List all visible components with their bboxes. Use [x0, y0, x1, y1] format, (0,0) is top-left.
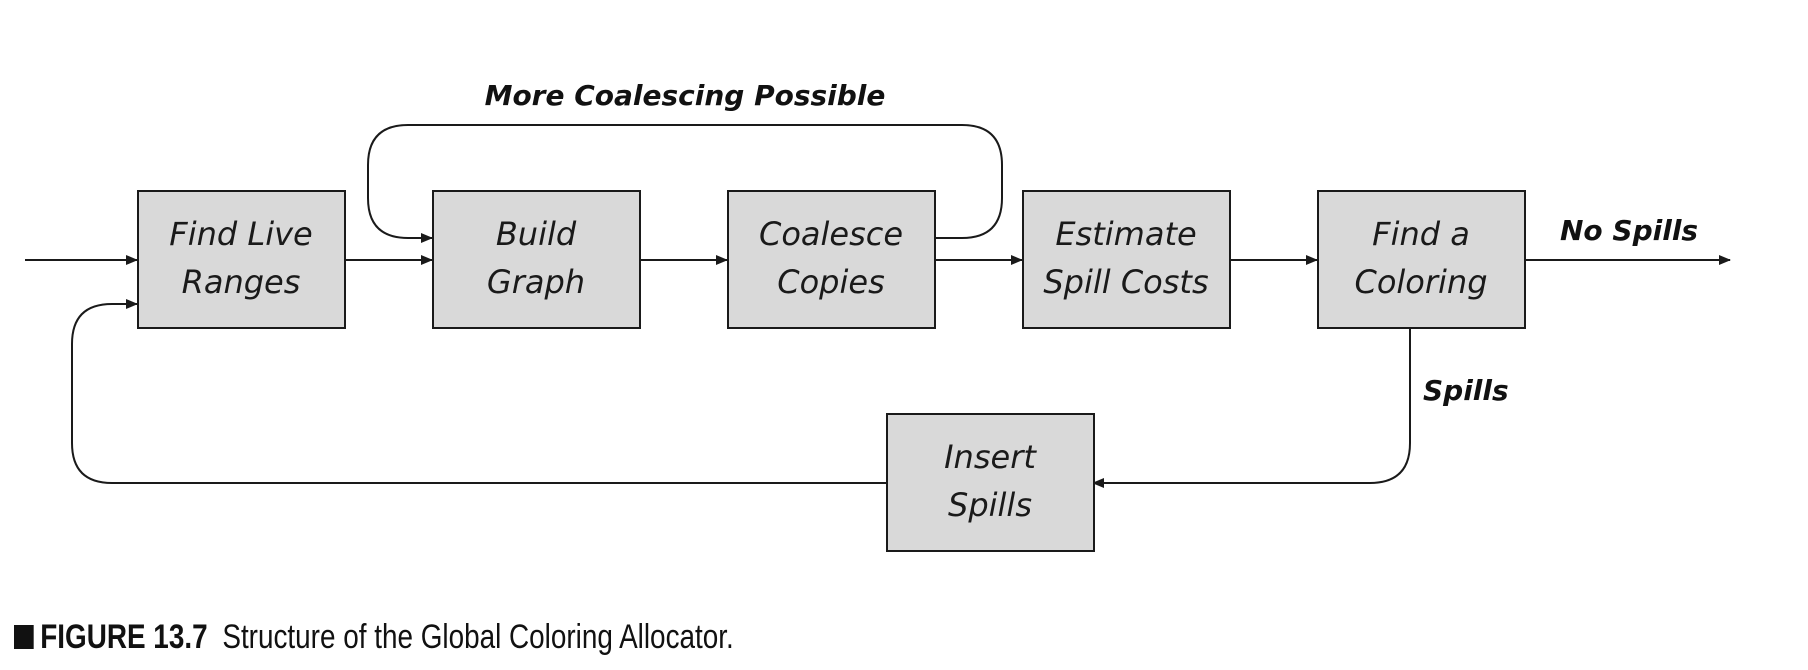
node-insert-spills-label-2: Spills	[948, 486, 1032, 524]
node-insert-spills-label-1: Insert	[944, 438, 1037, 476]
node-coalesce-copies-label-1: Coalesce	[759, 215, 903, 253]
node-estimate-spill-costs-label-2: Spill Costs	[1043, 263, 1208, 301]
edge-insert-to-find	[71, 299, 886, 484]
node-find-a-coloring: Find a Coloring	[1317, 190, 1526, 329]
label-spills: Spills	[1423, 374, 1509, 407]
allocator-diagram: Find Live Ranges Build Graph Coalesce Co…	[25, 79, 1731, 552]
node-coalesce-copies: Coalesce Copies	[727, 190, 936, 329]
node-find-live-ranges-label-2: Ranges	[182, 263, 301, 301]
node-find-a-coloring-label-1: Find a	[1372, 215, 1470, 253]
figure-caption-text: Structure of the Global Coloring Allocat…	[222, 618, 734, 656]
label-no-spills: No Spills	[1560, 214, 1698, 247]
node-estimate-spill-costs-label-1: Estimate	[1055, 215, 1196, 253]
node-build-graph-label-1: Build	[496, 215, 577, 253]
figure-caption: FIGURE 13.7 Structure of the Global Color…	[14, 618, 734, 657]
node-build-graph-label-2: Graph	[487, 263, 585, 301]
node-find-live-ranges-label-1: Find Live	[169, 215, 312, 253]
node-estimate-spill-costs: Estimate Spill Costs	[1022, 190, 1231, 329]
edge-more-coalescing-loop	[367, 124, 1003, 243]
figure-number: FIGURE 13.7	[40, 618, 208, 656]
node-coalesce-copies-label-2: Copies	[777, 263, 884, 301]
node-insert-spills: Insert Spills	[886, 413, 1095, 552]
caption-square-bullet	[14, 625, 34, 649]
node-find-live-ranges: Find Live Ranges	[137, 190, 346, 329]
node-find-a-coloring-label-2: Coloring	[1354, 263, 1487, 301]
node-build-graph: Build Graph	[432, 190, 641, 329]
edge-spills	[1092, 329, 1411, 488]
label-more-coalescing-possible: More Coalescing Possible	[485, 79, 886, 112]
